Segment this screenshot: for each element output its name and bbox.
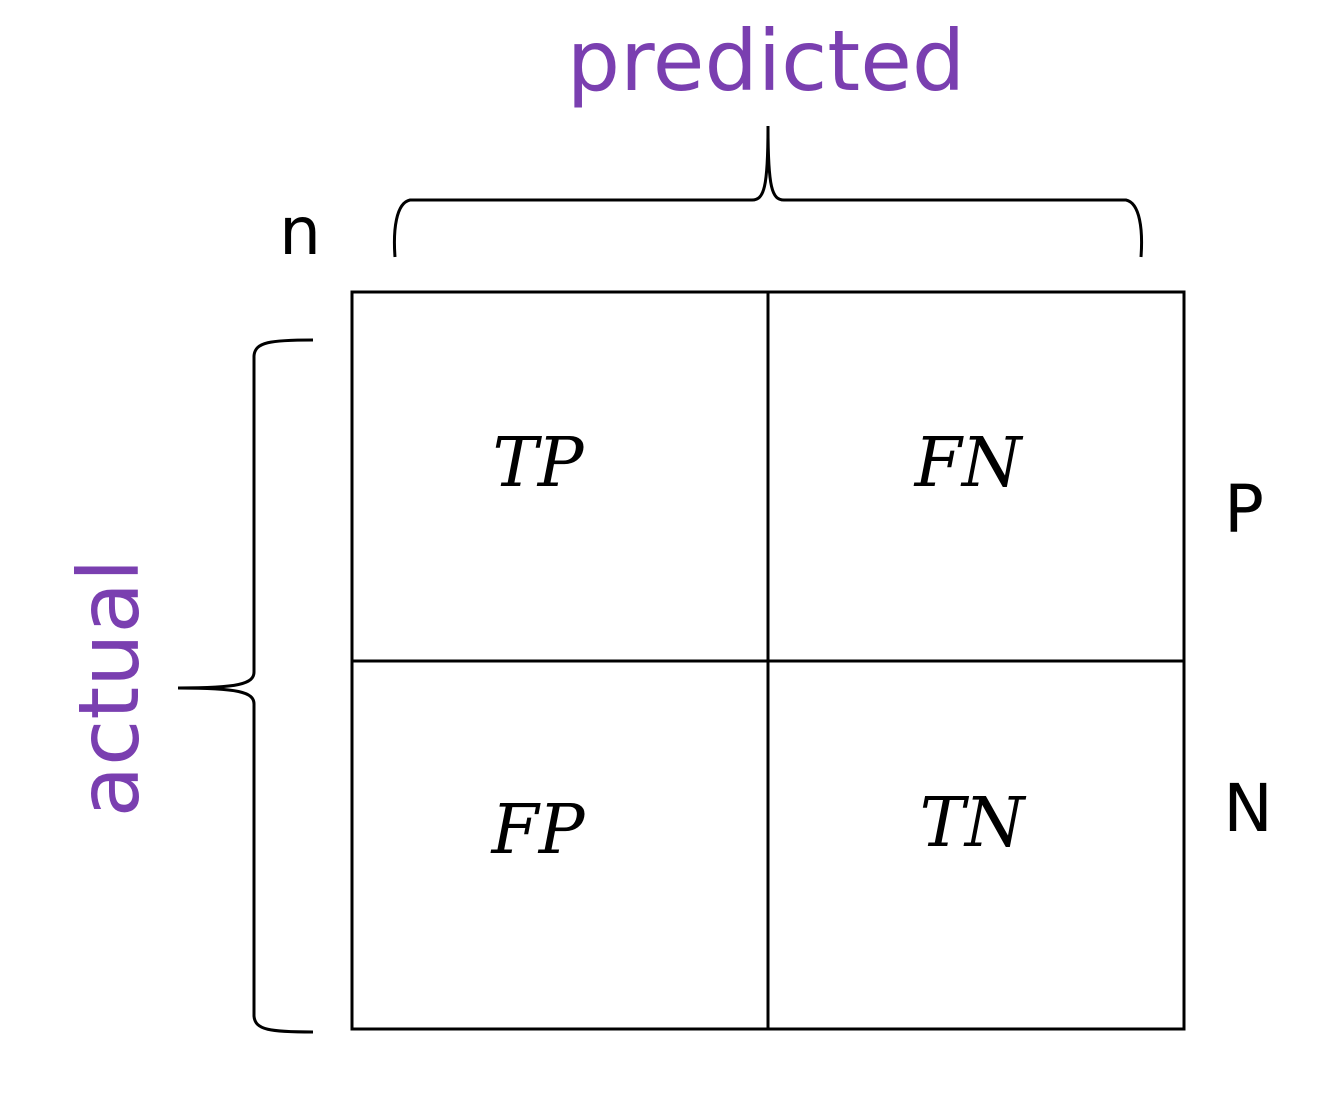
top-brace [392, 125, 1144, 258]
predicted-label: predicted [567, 12, 965, 110]
actual-label: actual [60, 559, 158, 818]
cell-false-negative: FN [913, 424, 1024, 503]
row-label-positive: P [1224, 471, 1264, 548]
row-label-negative: N [1223, 770, 1272, 847]
cell-false-positive: FP [490, 791, 586, 870]
left-brace [177, 338, 314, 1034]
corner-label-n: n [279, 193, 321, 270]
cell-true-positive: TP [492, 424, 584, 503]
cell-true-negative: TN [920, 784, 1027, 863]
